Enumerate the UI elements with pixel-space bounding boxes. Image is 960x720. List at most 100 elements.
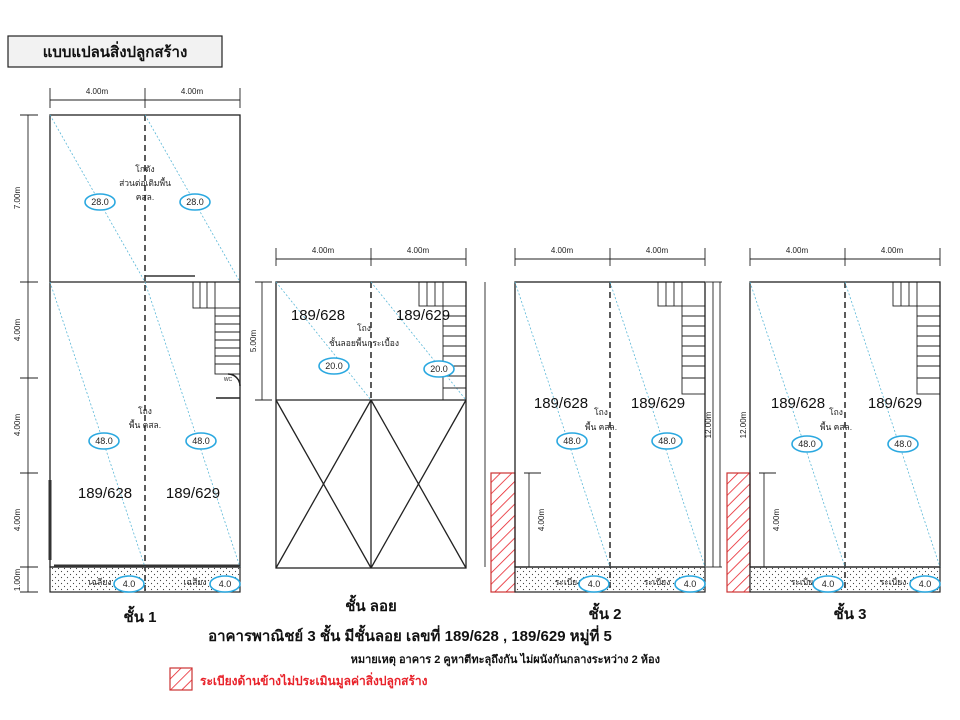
note-text: หมายเหตุ อาคาร 2 คูหาตีทะลุถึงกัน ไม่ผนั…: [351, 652, 660, 667]
wc-door: [216, 373, 241, 399]
dim-label: 4.00m: [312, 246, 335, 255]
svg-text:48.0: 48.0: [894, 439, 912, 449]
legend: ระเบียงด้านข้างไม่ประเมินมูลค่าสิ่งปลูกส…: [169, 667, 428, 691]
svg-text:4.0: 4.0: [822, 579, 835, 589]
area-badge: 48.0: [185, 432, 217, 450]
unit-number: 189/628: [771, 395, 825, 412]
unit-number: 189/628: [78, 485, 132, 502]
svg-text:48.0: 48.0: [658, 436, 676, 446]
svg-text:4.0: 4.0: [123, 579, 136, 589]
balcony: [514, 566, 706, 593]
floor-1-plan: 4.00m 4.00m 7.00m 4.00m 4.00m 4.00m 1.00…: [13, 87, 241, 626]
area-badge: 28.0: [179, 193, 211, 211]
unit-number: 189/628: [534, 395, 588, 412]
room-label: ระเบียง: [791, 577, 818, 587]
area-badge: 48.0: [887, 435, 919, 453]
title-box: แบบแปลนสิ่งปลูกสร้าง: [7, 35, 223, 68]
svg-text:4.0: 4.0: [219, 579, 232, 589]
room-label: พื้น คสล.: [585, 421, 617, 432]
dim-label: 4.00m: [181, 87, 204, 96]
room-label: โถง: [138, 406, 152, 416]
unit-number: 189/629: [166, 485, 220, 502]
svg-text:48.0: 48.0: [192, 436, 210, 446]
side-balcony-hatch: [490, 472, 516, 593]
dim-label: 4.00m: [13, 414, 22, 437]
svg-text:48.0: 48.0: [563, 436, 581, 446]
area-badge: 4.0: [909, 575, 941, 593]
floor-label: ชั้น ลอย: [345, 594, 397, 615]
room-label: ส่วนต่อเติมพื้น: [119, 177, 171, 188]
area-badge: 4.0: [812, 575, 844, 593]
room-label: โถง: [829, 407, 843, 417]
dimension-top: 4.00m 4.00m: [49, 87, 241, 108]
area-badge: 20.0: [423, 360, 455, 378]
page-title: แบบแปลนสิ่งปลูกสร้าง: [43, 41, 188, 62]
dim-label: 4.00m: [537, 509, 546, 532]
svg-text:4.0: 4.0: [684, 579, 697, 589]
room-label: เฉลียง: [88, 577, 111, 587]
svg-text:48.0: 48.0: [798, 439, 816, 449]
area-badge: 20.0: [318, 357, 350, 375]
room-label: ระเบียง: [644, 577, 671, 587]
svg-text:48.0: 48.0: [95, 436, 113, 446]
legend-hatch-swatch: [169, 667, 193, 691]
room-label: โถง: [594, 407, 608, 417]
building-caption: อาคารพาณิชย์ 3 ชั้น มีชั้นลอย เลขที่ 189…: [208, 624, 612, 646]
dim-label: 4.00m: [551, 246, 574, 255]
area-badge: 4.0: [209, 575, 241, 593]
unit-number: 189/629: [396, 307, 450, 324]
floor-label: ชั้น 1: [124, 605, 157, 626]
room-label: พื้น คสล.: [820, 421, 852, 432]
unit-number: 189/629: [868, 395, 922, 412]
room-label: ชั้นลอยพื้นกระเบื้อง: [329, 337, 399, 348]
area-badge: 4.0: [578, 575, 610, 593]
room-label: โถง: [357, 323, 371, 333]
floor-2-plan: 4.00m 4.00m 12.00m 4.00m 189/628 189/629…: [484, 246, 722, 623]
floor-label: ชั้น 3: [834, 602, 867, 623]
unit-number: 189/629: [631, 395, 685, 412]
room-label: โกดัง: [135, 164, 154, 174]
dim-label: 4.00m: [646, 246, 669, 255]
dim-label: 12.00m: [739, 411, 748, 438]
dim-label: 12.00m: [704, 411, 713, 438]
dim-label: 4.00m: [13, 509, 22, 532]
open-void: [275, 399, 467, 569]
area-badge: 4.0: [113, 575, 145, 593]
wc-label: WC: [224, 377, 233, 383]
area-badge: 48.0: [651, 432, 683, 450]
dim-label: 4.00m: [86, 87, 109, 96]
dim-label: 4.00m: [786, 246, 809, 255]
svg-text:4.0: 4.0: [919, 579, 932, 589]
svg-text:20.0: 20.0: [430, 364, 448, 374]
room-label: ระเบียง: [880, 577, 907, 587]
mezzanine-plan: 4.00m 4.00m 5.00m 189/628 189/629 โถง ชั…: [249, 246, 467, 615]
dim-label: 4.00m: [881, 246, 904, 255]
svg-text:20.0: 20.0: [325, 361, 343, 371]
unit-number: 189/628: [291, 307, 345, 324]
room-label: เฉลียง: [183, 577, 206, 587]
room-label: คสล.: [136, 192, 154, 202]
room-label: พื้น คสล.: [129, 419, 161, 430]
legend-label: ระเบียงด้านข้างไม่ประเมินมูลค่าสิ่งปลูกส…: [200, 672, 428, 689]
dim-label: 5.00m: [249, 330, 258, 353]
area-badge: 48.0: [791, 435, 823, 453]
area-badge: 28.0: [84, 193, 116, 211]
dim-label: 1.00m: [13, 569, 22, 592]
floor-label: ชั้น 2: [589, 602, 622, 623]
dim-label: 4.00m: [13, 319, 22, 342]
side-balcony-hatch: [726, 472, 751, 593]
staircase: [892, 281, 941, 395]
svg-text:28.0: 28.0: [91, 197, 109, 207]
room-label: ระเบียง: [555, 577, 582, 587]
dim-label: 4.00m: [407, 246, 430, 255]
staircase: [657, 281, 706, 395]
area-badge: 48.0: [88, 432, 120, 450]
staircase: [418, 281, 467, 401]
floor-3-plan: 4.00m 4.00m 12.00m 4.00m 189/628 189/629…: [719, 246, 941, 623]
svg-text:4.0: 4.0: [588, 579, 601, 589]
svg-text:28.0: 28.0: [186, 197, 204, 207]
dimension-left: 7.00m 4.00m 4.00m 4.00m 1.00m: [13, 114, 38, 593]
dim-label: 7.00m: [13, 187, 22, 210]
area-badge: 48.0: [556, 432, 588, 450]
